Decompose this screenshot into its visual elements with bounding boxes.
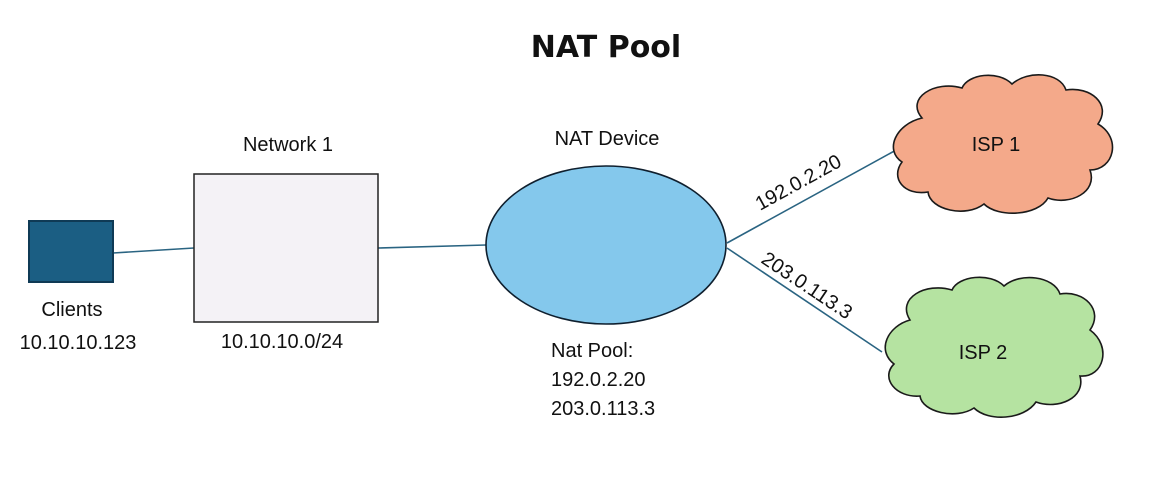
diagram-title: NAT Pool	[531, 30, 681, 65]
clients-node	[28, 220, 114, 283]
isp2-label: ISP 2	[959, 342, 1008, 364]
network-label: Network 1	[243, 134, 333, 156]
nat-device-node	[485, 165, 727, 325]
isp1-cloud-node	[892, 74, 1114, 214]
clients-to-network-link	[112, 247, 195, 254]
network-node	[193, 173, 379, 323]
clients-label: Clients	[41, 299, 102, 321]
network-subnet: 10.10.10.0/24	[221, 331, 343, 353]
clients-ip: 10.10.10.123	[20, 332, 137, 354]
nat-pool-entry: 203.0.113.3	[551, 398, 655, 420]
isp1-link-ip: 192.0.2.20	[752, 151, 845, 216]
isp2-link-ip: 203.0.113.3	[757, 248, 856, 324]
nat-to-isp2-link	[726, 247, 883, 353]
isp1-label: ISP 1	[972, 134, 1021, 156]
isp2-cloud-node	[884, 276, 1104, 418]
nat-device-label: NAT Device	[555, 128, 660, 150]
nat-to-isp1-link	[726, 148, 899, 244]
nat-pool-entry: 192.0.2.20	[551, 369, 646, 391]
nat-pool-title: Nat Pool:	[551, 340, 633, 362]
network-to-nat-link	[377, 244, 487, 249]
